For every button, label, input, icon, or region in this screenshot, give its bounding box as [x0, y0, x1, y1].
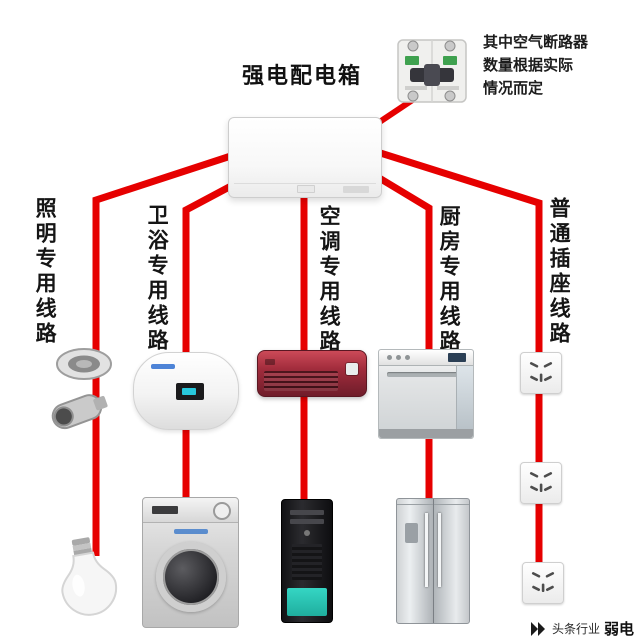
distribution-box-seam	[234, 183, 376, 184]
watermark-source: 头条行业	[551, 622, 600, 636]
dishwasher-side-panel	[456, 366, 473, 429]
breaker-note: 其中空气断路器 数量根据实际 情况而定	[483, 31, 588, 100]
circuit-label-kitchen: 厨房专用线路	[437, 205, 461, 355]
wire-kitchen	[364, 167, 433, 512]
dishwasher-base	[379, 429, 473, 438]
refrigerator-image	[396, 498, 470, 624]
breaker-note-line: 其中空气断路器	[483, 34, 589, 51]
fridge-door-seam	[433, 499, 434, 623]
washer-logo	[173, 529, 208, 534]
wire-socket	[372, 147, 543, 582]
circuit-breaker-icon	[397, 39, 467, 103]
wall-socket-image	[520, 352, 562, 394]
washer-door	[155, 542, 226, 612]
pc-drive-bay	[290, 510, 324, 515]
dishwasher-image	[378, 349, 474, 439]
socket-holes-icon	[529, 472, 553, 492]
dishwasher-button	[387, 355, 392, 360]
washer-knob	[213, 502, 231, 520]
pc-drive-bay	[290, 519, 324, 524]
diagram-title: 强电配电箱	[242, 63, 363, 88]
dishwasher-button	[396, 355, 401, 360]
socket-holes-icon	[531, 572, 555, 592]
washer-display	[152, 506, 178, 514]
wire-lighting	[92, 149, 242, 556]
ac-vent-end	[265, 359, 275, 365]
breaker-note-line: 数量根据实际	[483, 57, 574, 74]
spotlight-image	[46, 346, 118, 442]
wall-socket-image	[520, 462, 562, 504]
pc-front-panel	[287, 588, 327, 616]
wire-bathroom	[182, 173, 250, 516]
wall-socket-image	[522, 562, 564, 604]
distribution-box-latch	[297, 185, 315, 193]
ac-display	[346, 363, 358, 375]
pc-power-button	[304, 530, 310, 536]
dishwasher-handle	[387, 372, 465, 377]
dishwasher-display	[448, 353, 466, 362]
distribution-box-label	[343, 186, 369, 193]
light-bulb-image	[51, 532, 122, 621]
watermark: 头条行业 弱电	[530, 618, 634, 639]
light-bulb-icon	[61, 537, 118, 616]
spotlight-icon	[51, 348, 112, 430]
water-heater-display	[176, 383, 204, 400]
fridge-handle-right	[438, 513, 441, 587]
computer-tower-image	[281, 499, 333, 623]
socket-holes-icon	[529, 362, 553, 382]
circuit-label-bathroom: 卫浴专用线路	[145, 204, 169, 354]
watermark-name: 弱电	[603, 621, 634, 638]
circuit-label-socket: 普通插座线路	[547, 197, 571, 347]
circuit-breaker-image	[386, 28, 478, 114]
pc-vent-grille	[292, 544, 322, 580]
air-conditioner-image	[257, 350, 367, 397]
water-heater-logo	[151, 364, 175, 369]
breaker-note-line: 情况而定	[483, 80, 544, 97]
ac-vent-slats	[264, 371, 338, 391]
washing-machine-image	[142, 497, 239, 628]
distribution-box	[228, 117, 382, 198]
watermark-logo-icon	[530, 621, 545, 636]
dishwasher-button	[405, 355, 410, 360]
circuit-label-lighting: 照明专用线路	[33, 197, 57, 347]
circuit-label-aircon: 空调专用线路	[317, 205, 341, 355]
water-heater-image	[133, 352, 239, 430]
water-heater-digits	[182, 388, 196, 395]
fridge-handle-left	[425, 513, 428, 587]
fridge-dispenser	[405, 523, 418, 543]
